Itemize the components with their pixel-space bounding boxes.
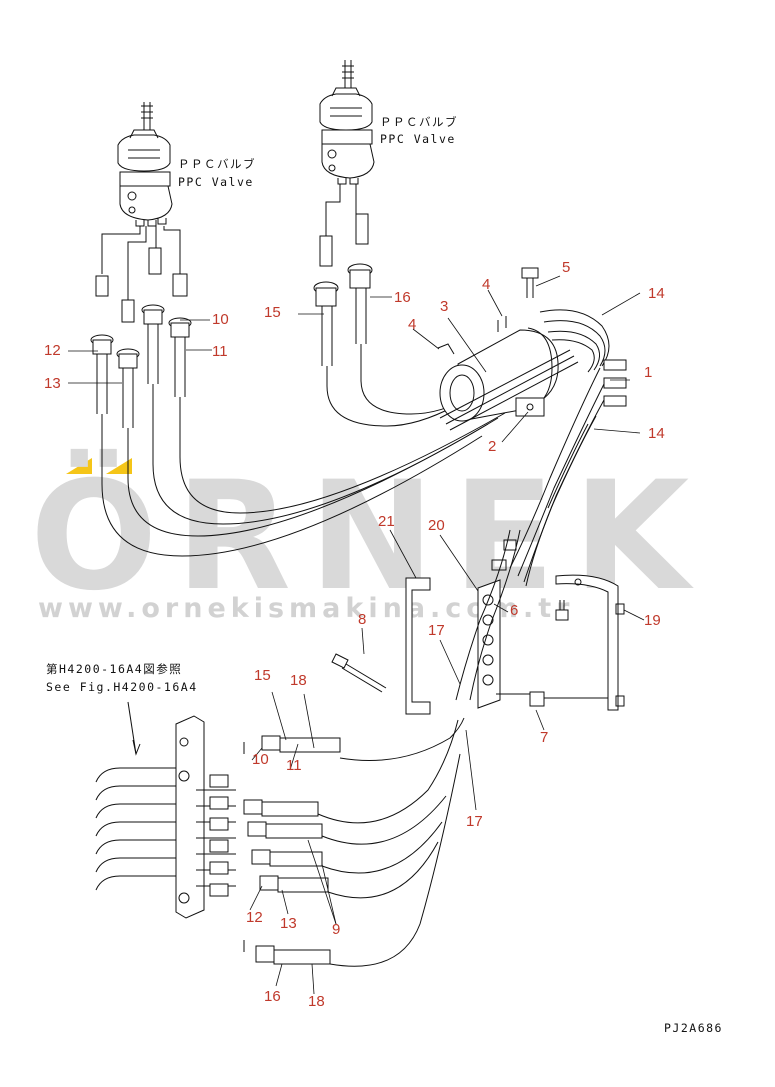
- label-12a: 12: [44, 342, 61, 359]
- label-15b: 15: [254, 667, 271, 684]
- label-2: 2: [488, 438, 496, 455]
- label-21: 21: [378, 513, 395, 530]
- ppc-valve-right: ＰＰＣバルブ PPC Valve: [313, 60, 458, 366]
- label-11a: 11: [212, 343, 228, 360]
- label-9: 9: [332, 921, 340, 938]
- label-20: 20: [428, 517, 445, 534]
- label-6: 6: [510, 602, 518, 619]
- reference-jp: 第H4200-16A4図参照: [46, 662, 182, 676]
- label-12b: 12: [246, 909, 263, 926]
- watermark-accent-left: [66, 458, 92, 474]
- watermark-accent-right: [106, 458, 132, 474]
- label-13a: 13: [44, 375, 61, 392]
- watermark-brand: ÖRNEK: [30, 448, 707, 624]
- label-4b: 4: [482, 276, 490, 293]
- label-10a: 10: [212, 311, 229, 328]
- label-1: 1: [644, 364, 652, 381]
- label-4a: 4: [408, 316, 416, 333]
- reference-en: See Fig.H4200-16A4: [46, 680, 198, 694]
- ppc-valve-right-jp: ＰＰＣバルブ: [380, 115, 458, 129]
- label-11b: 11: [286, 757, 302, 774]
- manifold: [175, 715, 236, 919]
- part-labels: 1 2 3 4 4 5 6 7 8 9 10 10 11 11 12 12 13…: [44, 259, 665, 1010]
- watermark: ÖRNEK www.ornekismakina.com.tr: [30, 448, 707, 624]
- ppc-valve-left: ＰＰＣバルブ PPC Valve: [101, 102, 256, 300]
- label-3: 3: [440, 298, 448, 315]
- lower-hoses: [243, 717, 465, 967]
- label-18a: 18: [290, 672, 307, 689]
- drawing-code: PJ2A686: [664, 1021, 723, 1035]
- label-8: 8: [358, 611, 366, 628]
- hose-bundle-main: [439, 309, 627, 587]
- bracket-19: [555, 574, 625, 711]
- ppc-valve-left-jp: ＰＰＣバルブ: [178, 157, 256, 171]
- clamp-assembly: [437, 267, 559, 422]
- bracket-20: [455, 529, 521, 709]
- label-13b: 13: [280, 915, 297, 932]
- label-14a: 14: [648, 285, 665, 302]
- bolts: [331, 600, 608, 707]
- label-16b: 16: [264, 988, 281, 1005]
- label-7: 7: [540, 729, 548, 746]
- label-14b: 14: [648, 425, 665, 442]
- bracket-21: [405, 577, 431, 715]
- label-16a: 16: [394, 289, 411, 306]
- label-10b: 10: [252, 751, 269, 768]
- leader-lines: [68, 275, 645, 995]
- left-fittings: [90, 247, 192, 428]
- left-hose-bundle: [101, 384, 506, 557]
- pipes-left: [95, 701, 176, 891]
- label-18b: 18: [308, 993, 325, 1010]
- label-17a: 17: [428, 622, 445, 639]
- label-17b: 17: [466, 813, 483, 830]
- label-19: 19: [644, 612, 661, 629]
- ppc-valve-left-en: PPC Valve: [178, 175, 254, 189]
- ppc-valve-right-en: PPC Valve: [380, 132, 456, 146]
- label-5: 5: [562, 259, 570, 276]
- label-15a: 15: [264, 304, 281, 321]
